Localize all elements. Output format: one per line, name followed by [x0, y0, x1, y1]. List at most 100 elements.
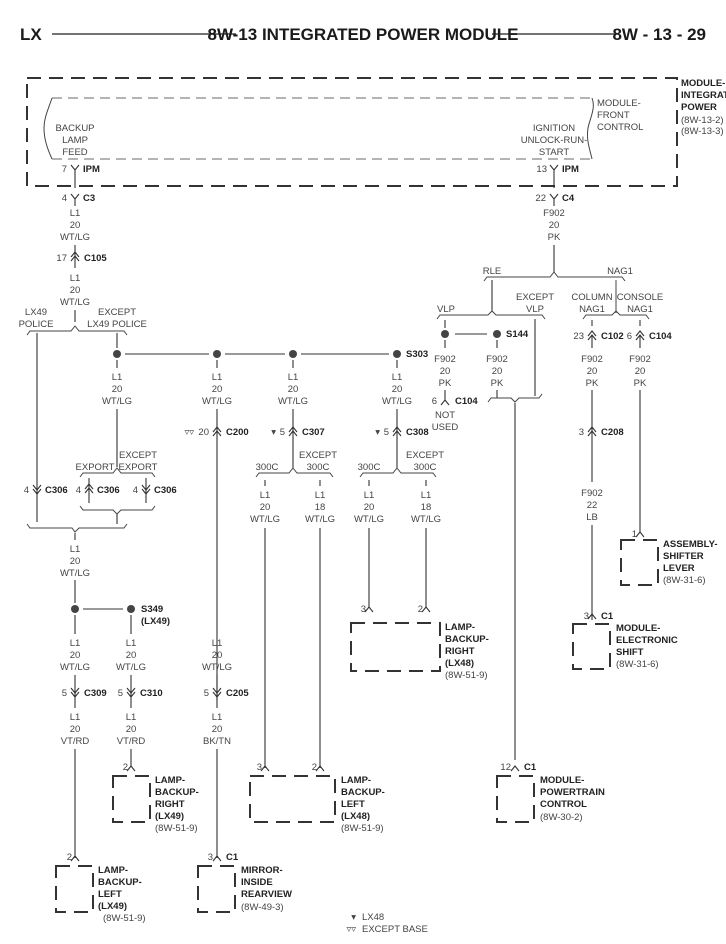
pin-number: 2 — [312, 762, 317, 773]
c308-connector-symbol — [392, 426, 402, 437]
legend-symbol-except-base: ▿▿ — [346, 924, 356, 935]
branch-except-300c-2: 300C — [414, 462, 437, 473]
c307-connector-symbol — [288, 426, 298, 437]
c306-label[interactable]: C306 — [45, 485, 68, 496]
connector-c1[interactable]: C1 — [601, 611, 614, 622]
wire-color: WT/LG — [60, 297, 90, 308]
pin-number: 2 — [67, 852, 72, 863]
c200-label[interactable]: C200 — [226, 427, 249, 438]
c3-label[interactable]: C3 — [83, 193, 95, 204]
component-outline — [249, 775, 336, 823]
c104-nu-label[interactable]: C104 — [455, 396, 478, 407]
component-module-powertrain-control[interactable]: 12 C1 MODULE- POWERTRAIN CONTROL (8W-30-… — [496, 762, 605, 823]
branch-column-2: NAG1 — [579, 304, 605, 315]
s349-label[interactable]: S349 — [141, 604, 163, 615]
component-ref[interactable]: (8W-51-9) — [445, 670, 488, 681]
c308-pin: 5 — [384, 427, 389, 438]
merge-brace — [487, 393, 543, 403]
wire-gauge: 20 — [212, 724, 223, 735]
c104-pin: 6 — [627, 331, 632, 342]
wire-label: L1 — [70, 208, 81, 219]
splice-dot — [213, 350, 221, 358]
component-lamp-backup-right-lx49[interactable]: 2 LAMP- BACKUP- RIGHT (LX49) (8W-51-9) — [112, 762, 199, 834]
component-ref[interactable]: (8W-31-6) — [663, 575, 706, 586]
option-brace — [359, 467, 437, 478]
wire-label: L1 — [392, 372, 403, 383]
component-name: MIRROR- — [241, 865, 283, 876]
ipm-ref-2: (8W-13-3) — [681, 126, 724, 137]
ipm-right-pin-symbol — [549, 164, 559, 188]
c308-label[interactable]: C308 — [406, 427, 429, 438]
component-mirror-inside-rearview[interactable]: 3 C1 MIRROR- INSIDE REARVIEW (8W-49-3) — [197, 852, 292, 913]
c306-label[interactable]: C306 — [97, 485, 120, 496]
branch-except-300c-1: EXCEPT — [406, 450, 444, 461]
branch-rle: RLE — [483, 266, 501, 277]
c208-pin: 3 — [579, 427, 584, 438]
c104-connector-symbol — [635, 330, 645, 348]
pin-number: 3 — [584, 611, 589, 622]
branch-except-300c-2: 300C — [307, 462, 330, 473]
splice-s303-dot — [393, 350, 401, 358]
wire-gauge: 20 — [288, 384, 299, 395]
terminal-symbol — [315, 765, 325, 772]
c205-label[interactable]: C205 — [226, 688, 249, 699]
ipm-conn-left: IPM — [83, 164, 100, 175]
component-name: POWERTRAIN — [540, 787, 605, 798]
wire-label: F902 — [543, 208, 565, 219]
component-name: (LX48) — [341, 811, 370, 822]
wire-gauge: 20 — [492, 366, 503, 377]
c208-label[interactable]: C208 — [601, 427, 624, 438]
ignition-2: UNLOCK-RUN- — [521, 135, 588, 146]
wire-gauge: 20 — [587, 366, 598, 377]
c104-label[interactable]: C104 — [649, 331, 672, 342]
c310-connector-symbol — [126, 687, 136, 698]
c200-connector-symbol — [212, 426, 222, 437]
c307-label[interactable]: C307 — [302, 427, 325, 438]
ipm-pin-7: 7 — [62, 164, 67, 175]
component-module-electronic-shift[interactable]: 3 C1 MODULE- ELECTRONIC SHIFT (8W-31-6) — [572, 611, 678, 670]
component-lamp-backup-right-lx48[interactable]: 3 2 LAMP- BACKUP- RIGHT (LX48) (8W-51-9) — [350, 604, 489, 681]
wire-label: L1 — [364, 490, 375, 501]
component-lamp-backup-left-lx49[interactable]: 2 LAMP- BACKUP- LEFT (LX49) (8W-51-9) — [55, 852, 146, 924]
c310-label[interactable]: C310 — [140, 688, 163, 699]
legend: ▾ LX48 ▿▿ EXCEPT BASE — [346, 912, 427, 935]
c309-label[interactable]: C309 — [84, 688, 107, 699]
branch-nag1: NAG1 — [607, 266, 633, 277]
pin-number: 3 — [257, 762, 262, 773]
component-lamp-backup-left-lx48[interactable]: 3 2 LAMP- BACKUP- LEFT (LX48) (8W-51-9) — [249, 762, 385, 834]
header-model: LX — [20, 25, 42, 44]
wire-gauge: 20 — [70, 650, 81, 661]
component-name: MODULE- — [616, 623, 660, 634]
component-ref[interactable]: (8W-51-9) — [341, 823, 384, 834]
component-ref[interactable]: (8W-31-6) — [616, 659, 659, 670]
wire-color: BK/TN — [203, 736, 231, 747]
component-ref[interactable]: (8W-51-9) — [103, 913, 146, 924]
fcm-right-brace — [587, 97, 594, 160]
s144-label[interactable]: S144 — [506, 329, 529, 340]
option-brace — [79, 467, 156, 478]
component-name: ASSEMBLY- — [663, 539, 718, 550]
wire-label: L1 — [212, 638, 223, 649]
wire-color: WT/LG — [202, 396, 232, 407]
branch-300c: 300C — [256, 462, 279, 473]
c105-label[interactable]: C105 — [84, 253, 107, 264]
component-ref[interactable]: (8W-49-3) — [241, 902, 284, 913]
connector-c1[interactable]: C1 — [524, 762, 537, 773]
pin-number: 1 — [632, 529, 637, 540]
option-brace — [436, 310, 546, 320]
wire-color: VT/RD — [61, 736, 90, 747]
pin-number: 3 — [361, 604, 366, 615]
s303-label[interactable]: S303 — [406, 349, 428, 360]
c102-label[interactable]: C102 — [601, 331, 624, 342]
wire-color: WT/LG — [250, 514, 280, 525]
module-integrated-power[interactable]: MODULE- INTEGRATED POWER (8W-13-2) (8W-1… — [26, 77, 726, 188]
component-name: BACKUP- — [155, 787, 199, 798]
component-ref[interactable]: (8W-51-9) — [155, 823, 198, 834]
wire-gauge: 20 — [126, 724, 137, 735]
c306-label[interactable]: C306 — [154, 485, 177, 496]
connector-c1[interactable]: C1 — [226, 852, 239, 863]
branch-except-300c-1: EXCEPT — [299, 450, 337, 461]
c4-label[interactable]: C4 — [562, 193, 575, 204]
component-ref[interactable]: (8W-30-2) — [540, 812, 583, 823]
component-assembly-shifter-lever[interactable]: 1 ASSEMBLY- SHIFTER LEVER (8W-31-6) — [620, 529, 718, 586]
